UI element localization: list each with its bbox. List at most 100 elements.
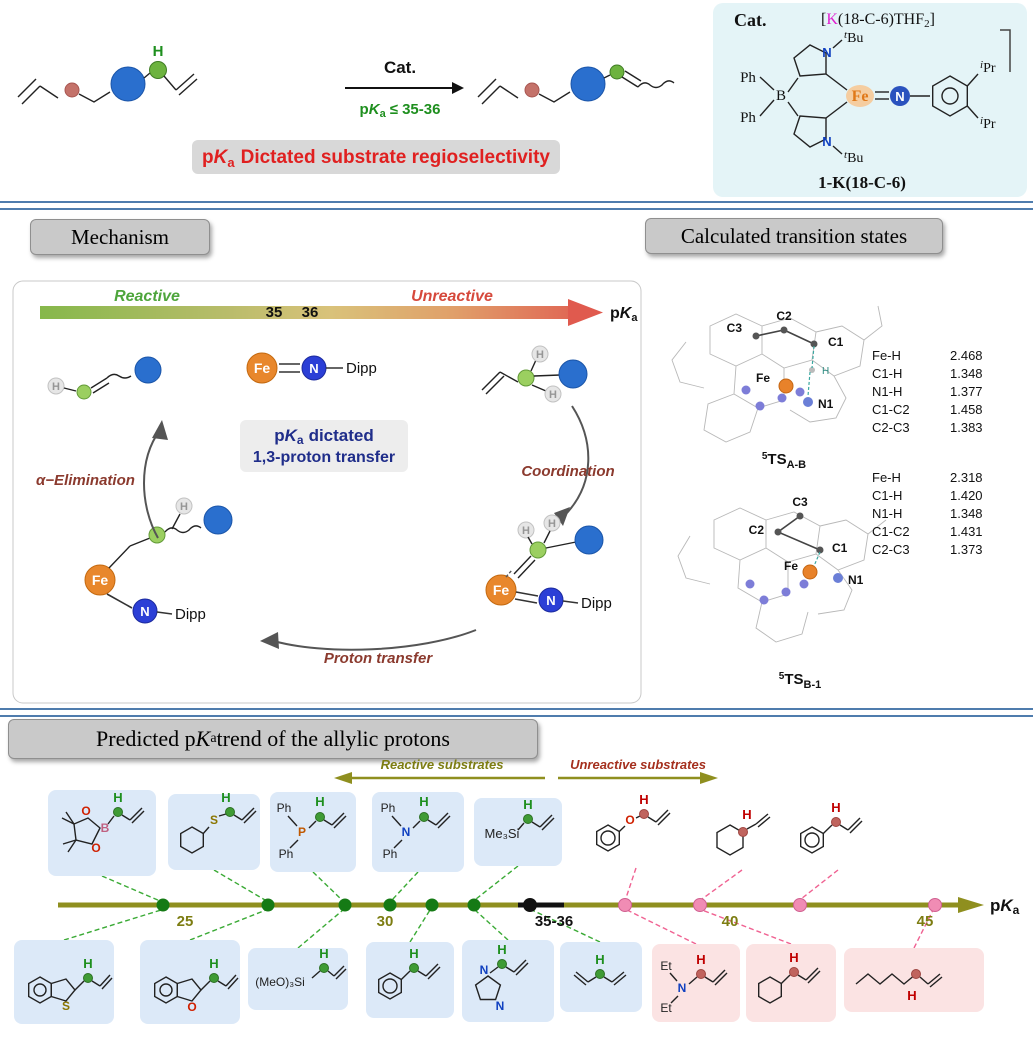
o-label: O	[625, 813, 634, 827]
bond-pair: C1-C2	[872, 524, 910, 539]
substrate-benzofuran: O H	[140, 940, 240, 1024]
allylic-h-label: H	[523, 797, 532, 812]
allylic-h-label: H	[696, 952, 705, 967]
allylic-carbon-node	[595, 969, 605, 979]
imido-n-label: N	[895, 89, 904, 104]
substrate-vinylcyclohexane: H	[716, 807, 771, 856]
trend-header-suffix: trend of the allylic protons	[216, 726, 450, 751]
ts2-fe-label: Fe	[784, 559, 798, 573]
ts2-n1-atom	[833, 573, 843, 583]
allylic-h-label: H	[831, 800, 840, 815]
h-label: H	[522, 525, 530, 537]
ts1-c1-label: C1	[828, 335, 844, 349]
pka-dot-unreactive	[928, 898, 942, 912]
ts2-structure: C3 C2 C1 Fe N1	[677, 495, 887, 643]
allylic-carbon-node	[225, 807, 235, 817]
h-label: H	[536, 349, 544, 361]
proton-transfer-arrow	[269, 629, 477, 651]
allylic-h-label: H	[209, 956, 218, 971]
imido-n-sphere	[890, 86, 910, 106]
et-label: Et	[660, 959, 672, 973]
unreactive-range-arrow: Unreactive substrates	[558, 758, 718, 784]
bond-dist: 1.458	[950, 402, 983, 417]
tick-45: 45	[917, 913, 934, 930]
bracket-mark	[1000, 29, 1011, 72]
tick-35-36: 35-36	[535, 913, 573, 930]
allylic-carbon-node	[789, 967, 799, 977]
imidazolylidene-ring-bottom	[793, 115, 827, 148]
ts2-c1-label: C1	[832, 541, 848, 555]
center-caption-line2: 1,3-proton transfer	[253, 449, 395, 466]
fe-label: Fe	[493, 582, 510, 598]
o-label: O	[81, 804, 90, 818]
ts2-c2-label: C2	[749, 523, 765, 537]
substrate-allylbenzene: H	[366, 942, 454, 1018]
pka-dot-unreactive	[618, 898, 632, 912]
aryl-aromatic-circle	[941, 87, 959, 105]
tagline-background	[192, 140, 560, 174]
bond-pair: C2-C3	[872, 542, 910, 557]
ipr-bottom-label: iPr	[980, 115, 996, 132]
bond-dist: 1.373	[950, 542, 983, 557]
ts1-n1-label: N1	[818, 397, 834, 411]
n-label: N	[402, 825, 411, 839]
fe-halo	[846, 85, 874, 107]
substrate-boronate: O O B H	[48, 790, 156, 876]
pka-dot-unreactive	[693, 898, 707, 912]
substrate-pentadiene: H	[560, 942, 642, 1012]
reaction-arrow: Cat. pKa≤ 35-36	[345, 58, 464, 120]
h-label: H	[180, 501, 188, 513]
ph-label: Ph	[277, 801, 292, 815]
tick-25: 25	[177, 913, 194, 930]
tmos-group-label: (MeO)₃Si	[255, 975, 305, 989]
ipr-top-label: iPr	[980, 59, 996, 76]
imidazolylidene-ring-top	[793, 44, 827, 77]
alpha-elimination-arrowhead	[152, 420, 168, 440]
allylic-carbon-sphere	[149, 61, 167, 79]
h-label: H	[548, 518, 556, 530]
o-label: O	[91, 841, 100, 855]
ts1-h-atom	[809, 367, 815, 373]
ring-n-top-label: N	[822, 45, 831, 60]
iron-allyl-species: Fe H N Dipp	[84, 497, 233, 624]
pka-gradient-arrow: Reactive Unreactive 35 36 pKa	[40, 288, 638, 326]
pka-trend-panel: Reactive substrates Unreactive substrate…	[14, 758, 1020, 1024]
catalyst-over-arrow: Cat.	[384, 58, 416, 77]
pka-dot-unreactive	[793, 898, 807, 912]
catalyst-name: 1-K(18-C-6)	[818, 173, 906, 192]
allylic-carbon-node	[83, 973, 93, 983]
allylic-h-label: H	[153, 43, 164, 60]
ts1-fe-atom	[778, 378, 794, 394]
substrate-tmos: (MeO)₃Si H	[248, 946, 348, 1010]
substrate-phenylthio: S H	[168, 790, 260, 870]
pka-dot-reactive	[261, 898, 275, 912]
ts2-fe-atom	[802, 564, 818, 580]
tick-40: 40	[722, 913, 739, 930]
allylic-h-label: H	[497, 942, 506, 957]
connector-lines	[63, 865, 934, 949]
bond-dist: 1.383	[950, 420, 983, 435]
substrate-phenoxy: O H	[596, 792, 671, 852]
pka-dot-reactive	[425, 898, 439, 912]
substrate-diethylamine: Et Et N H	[652, 944, 740, 1022]
coordination-arrowhead	[554, 507, 570, 526]
fe-label: Fe	[852, 88, 869, 105]
ph-bottom-label: Ph	[740, 110, 756, 126]
allylic-carbon-node	[315, 812, 325, 822]
squiggle-bond	[637, 80, 675, 89]
released-product: H	[47, 356, 162, 400]
allylic-carbon-node	[113, 807, 123, 817]
ts1-c3-label: C3	[727, 321, 743, 335]
dipp-label: Dipp	[175, 606, 206, 623]
axis-pka-label: pKa	[990, 896, 1020, 917]
catalyst-counterion-formula: [K(18-C-6)THF2]	[821, 11, 935, 30]
allylic-carbon-node	[696, 969, 706, 979]
allylic-carbon-node	[639, 809, 649, 819]
